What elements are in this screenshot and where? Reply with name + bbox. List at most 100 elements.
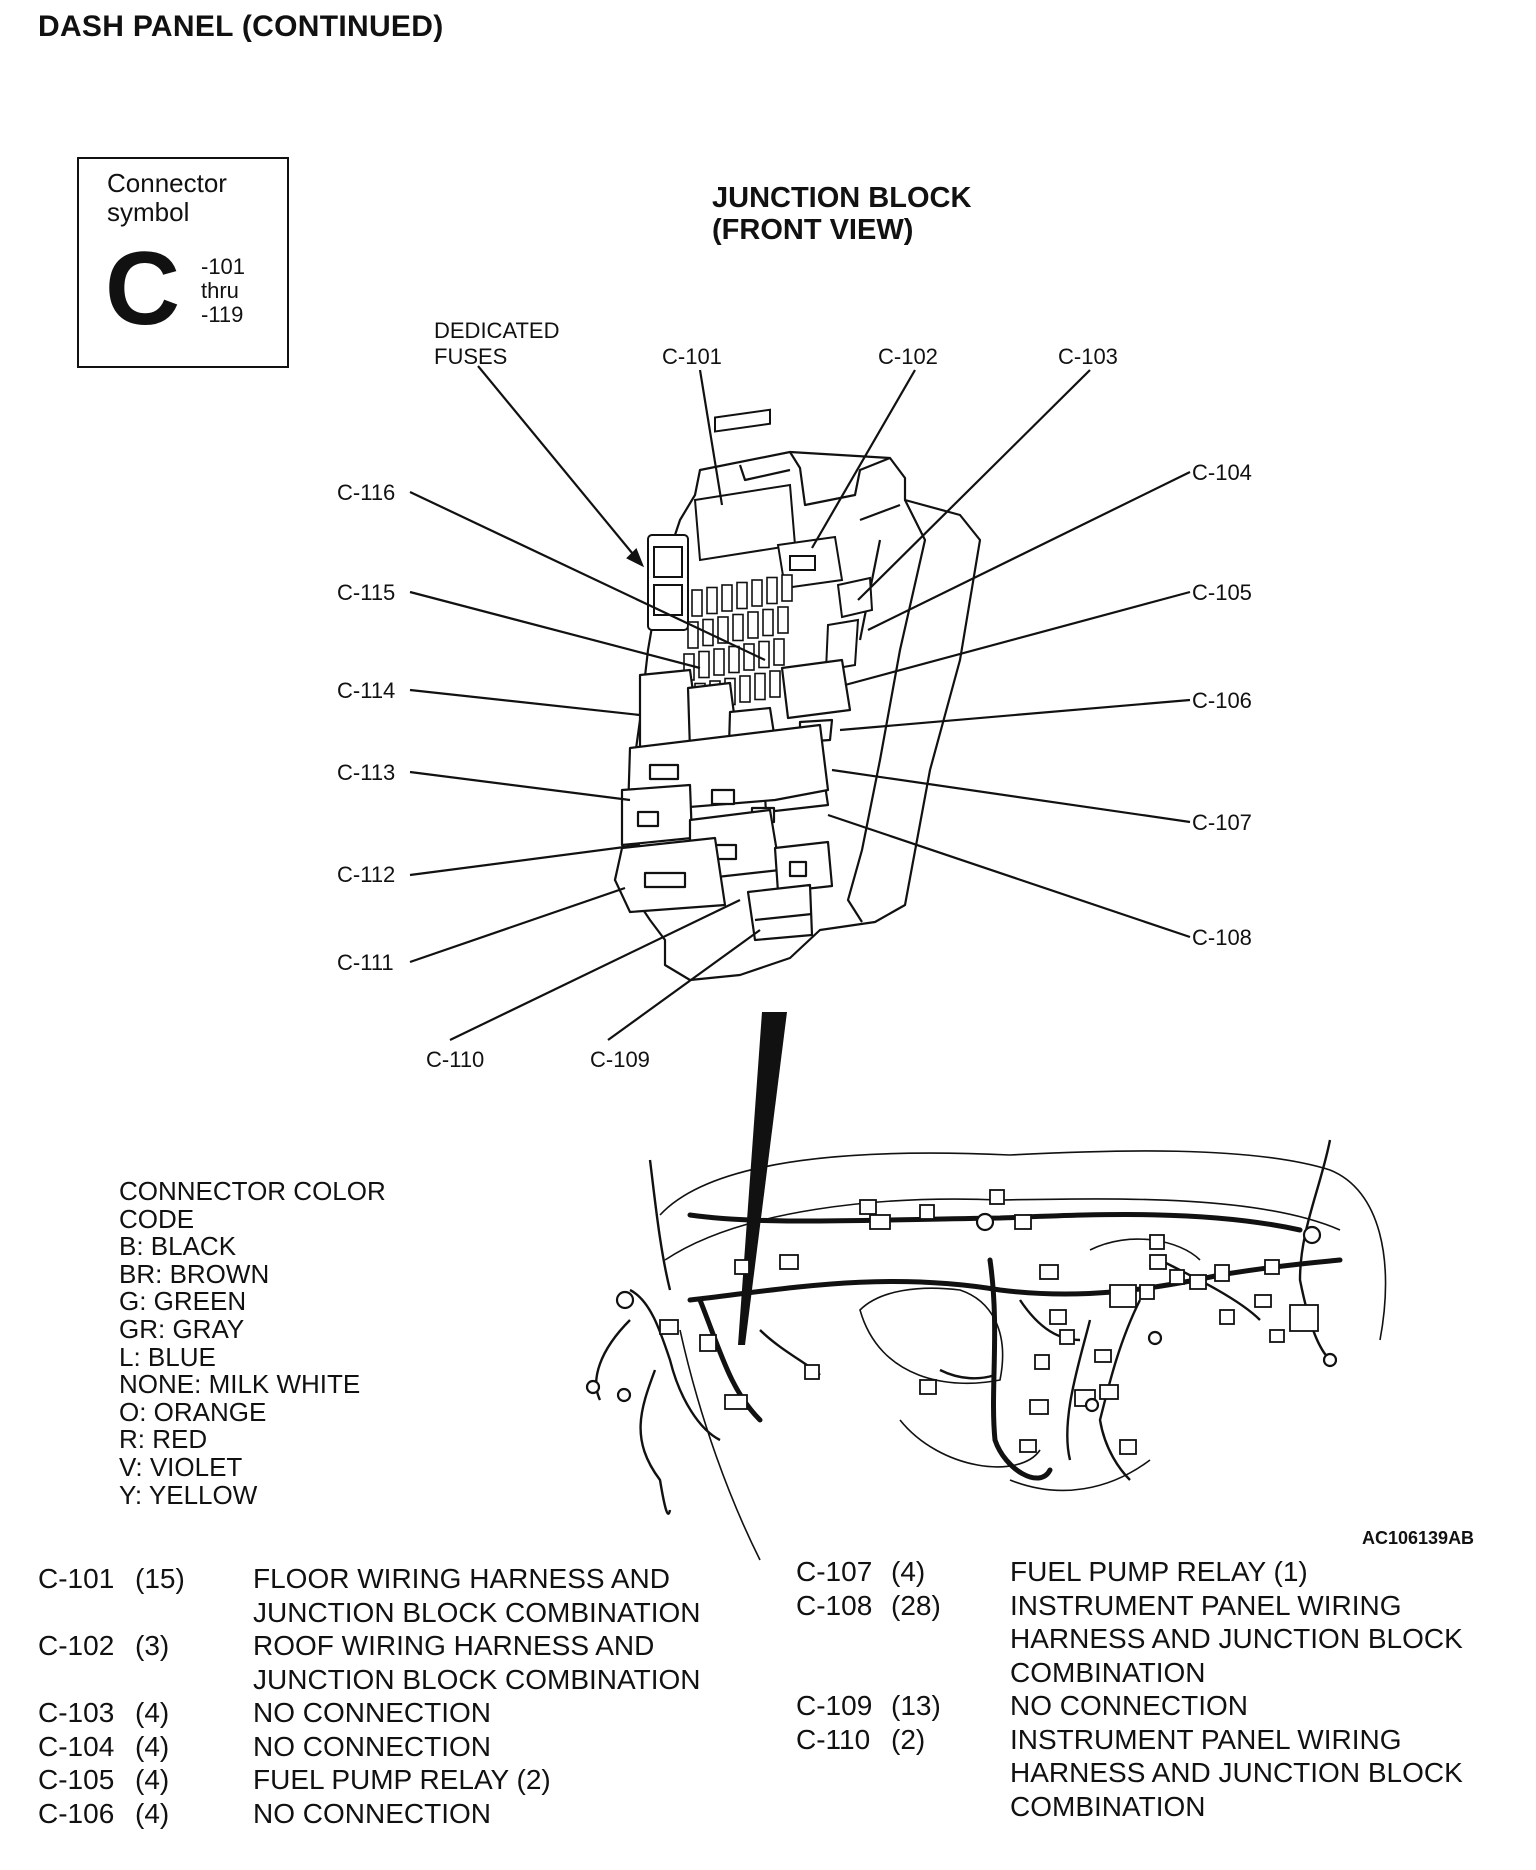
harness-connectors bbox=[659, 1189, 1319, 1455]
grommets bbox=[585, 1212, 1338, 1413]
fuse-slot bbox=[762, 608, 774, 637]
fuse-slot bbox=[781, 574, 793, 602]
legend-desc: COMBINATION bbox=[1010, 1656, 1206, 1688]
junction-block-title-line2: (FRONT VIEW) bbox=[712, 214, 914, 246]
legend-id: C-102 bbox=[38, 1630, 115, 1661]
page-title: DASH PANEL (CONTINUED) bbox=[38, 10, 444, 43]
symbol-range-line3: -119 bbox=[201, 302, 244, 327]
dedicated-fuses-label: DEDICATED FUSES bbox=[434, 318, 560, 370]
connector-c104 bbox=[824, 618, 860, 672]
figure-id: AC106139AB bbox=[1362, 1528, 1475, 1548]
legend-desc: NO CONNECTION bbox=[253, 1730, 491, 1762]
location-pointer bbox=[738, 1012, 787, 1345]
callout-c115: C-115 bbox=[337, 580, 396, 605]
legend-pins: (4) bbox=[135, 1764, 170, 1795]
callout-c105: C-105 bbox=[1192, 580, 1252, 605]
legend-row: COMBINATION bbox=[796, 1656, 1516, 1690]
fuse-slot bbox=[706, 586, 718, 615]
fuse-slot bbox=[717, 616, 729, 644]
legend-desc: INSTRUMENT PANEL WIRING bbox=[1010, 1723, 1402, 1755]
fuse-slot bbox=[758, 640, 770, 669]
fuse-slot bbox=[739, 675, 751, 703]
legend-desc: NO CONNECTION bbox=[253, 1697, 491, 1728]
symbol-caption-line2: symbol bbox=[107, 197, 190, 227]
legend-row: C-107(4)FUEL PUMP RELAY (1) bbox=[796, 1555, 1516, 1589]
legend-pins: (13) bbox=[891, 1690, 941, 1721]
legend-pins: (4) bbox=[135, 1730, 170, 1762]
fuse-slot bbox=[743, 643, 755, 671]
legend-row: C-102(3)ROOF WIRING HARNESS AND bbox=[38, 1629, 718, 1663]
fuse-slot bbox=[732, 613, 744, 642]
callout-c111: C-111 bbox=[337, 950, 394, 975]
color-code-entry: B: BLACK bbox=[119, 1231, 237, 1262]
fuse-slot bbox=[721, 584, 733, 612]
legend-row: JUNCTION BLOCK COMBINATION bbox=[38, 1663, 718, 1697]
legend-row: C-105 (4) FUEL PUMP RELAY (2) bbox=[38, 1763, 718, 1797]
color-code-entry: V: VIOLET bbox=[119, 1451, 243, 1482]
legend-row: C-109(13)NO CONNECTION bbox=[796, 1689, 1516, 1723]
branch-wires bbox=[595, 1139, 1332, 1515]
callout-c112: C-112 bbox=[337, 862, 396, 887]
legend-row: C-104 (4) NO CONNECTION bbox=[38, 1730, 718, 1764]
connector-legend-right: C-107(4)FUEL PUMP RELAY (1) C-108(28)INS… bbox=[796, 1555, 1516, 1823]
junction-block-title: JUNCTION BLOCK (FRONT VIEW) bbox=[712, 182, 971, 246]
legend-id: C-104 bbox=[38, 1730, 115, 1762]
color-code-entry: NONE: MILK WHITE bbox=[119, 1369, 361, 1400]
fuse-slot bbox=[698, 650, 710, 679]
legend-row: HARNESS AND JUNCTION BLOCK bbox=[796, 1622, 1516, 1656]
fuse-slot bbox=[773, 638, 785, 666]
callout-c101: C-101 bbox=[662, 344, 722, 369]
color-code-entry: Y: YELLOW bbox=[119, 1479, 258, 1510]
fuse-slot bbox=[769, 670, 781, 698]
color-code-entry: L: BLUE bbox=[119, 1341, 216, 1372]
legend-desc: NO CONNECTION bbox=[1010, 1690, 1248, 1721]
fuse-slot bbox=[766, 576, 778, 605]
legend-pins: (28) bbox=[891, 1589, 941, 1621]
color-code-title-line2: CODE bbox=[119, 1203, 195, 1234]
fuse-slot bbox=[691, 589, 703, 617]
connector-c109 bbox=[746, 883, 814, 942]
fuse-slot bbox=[728, 645, 740, 674]
dedicated-fuses-line2: FUSES bbox=[434, 344, 508, 369]
color-code-title-line1: CONNECTOR COLOR bbox=[119, 1176, 386, 1206]
callout-c104: C-104 bbox=[1192, 460, 1252, 485]
legend-pins: (15) bbox=[135, 1563, 185, 1594]
dashboard-outline bbox=[659, 1150, 1387, 1561]
fuse-slot bbox=[747, 611, 759, 639]
fuse-slot bbox=[777, 606, 789, 634]
legend-desc: FUEL PUMP RELAY (2) bbox=[253, 1764, 551, 1795]
legend-row: HARNESS AND JUNCTION BLOCK bbox=[796, 1756, 1516, 1790]
legend-row: COMBINATION bbox=[796, 1790, 1516, 1824]
color-code-entry: R: RED bbox=[119, 1424, 208, 1455]
legend-desc: JUNCTION BLOCK COMBINATION bbox=[253, 1663, 701, 1695]
callout-c107: C-107 bbox=[1192, 810, 1252, 835]
fuse-slot bbox=[751, 579, 763, 607]
color-code-entry: BR: BROWN bbox=[119, 1258, 270, 1289]
color-code-entry: G: GREEN bbox=[119, 1286, 247, 1317]
legend-desc: HARNESS AND JUNCTION BLOCK bbox=[1010, 1757, 1463, 1788]
callout-c108: C-108 bbox=[1192, 925, 1252, 950]
callout-c106: C-106 bbox=[1192, 688, 1252, 713]
legend-row: C-110(2)INSTRUMENT PANEL WIRING bbox=[796, 1723, 1516, 1757]
color-code-entry: O: ORANGE bbox=[119, 1396, 267, 1427]
legend-id: C-107 bbox=[796, 1556, 873, 1587]
junction-block-title-line1: JUNCTION BLOCK bbox=[712, 182, 972, 214]
legend-desc: INSTRUMENT PANEL WIRING bbox=[1010, 1589, 1402, 1621]
legend-pins: (2) bbox=[891, 1723, 926, 1755]
dedicated-fuses-line1: DEDICATED bbox=[434, 318, 560, 343]
symbol-caption-line1: Connector bbox=[107, 168, 227, 198]
callout-c110: C-110 bbox=[426, 1047, 485, 1072]
legend-pins: (4) bbox=[135, 1697, 170, 1728]
connector-symbol-caption: Connector symbol bbox=[107, 169, 227, 227]
connector-c105 bbox=[780, 658, 852, 720]
connector-legend-left: C-101(15)FLOOR WIRING HARNESS AND JUNCTI… bbox=[38, 1562, 718, 1830]
legend-id: C-108 bbox=[796, 1589, 873, 1621]
legend-id: C-105 bbox=[38, 1764, 115, 1795]
legend-id: C-106 bbox=[38, 1797, 115, 1829]
legend-pins: (4) bbox=[135, 1797, 170, 1829]
legend-pins: (4) bbox=[891, 1556, 926, 1587]
main-harness bbox=[687, 1212, 1343, 1481]
legend-desc: ROOF WIRING HARNESS AND bbox=[253, 1630, 655, 1661]
connector-symbol-range: -101 thru -119 bbox=[201, 255, 245, 327]
